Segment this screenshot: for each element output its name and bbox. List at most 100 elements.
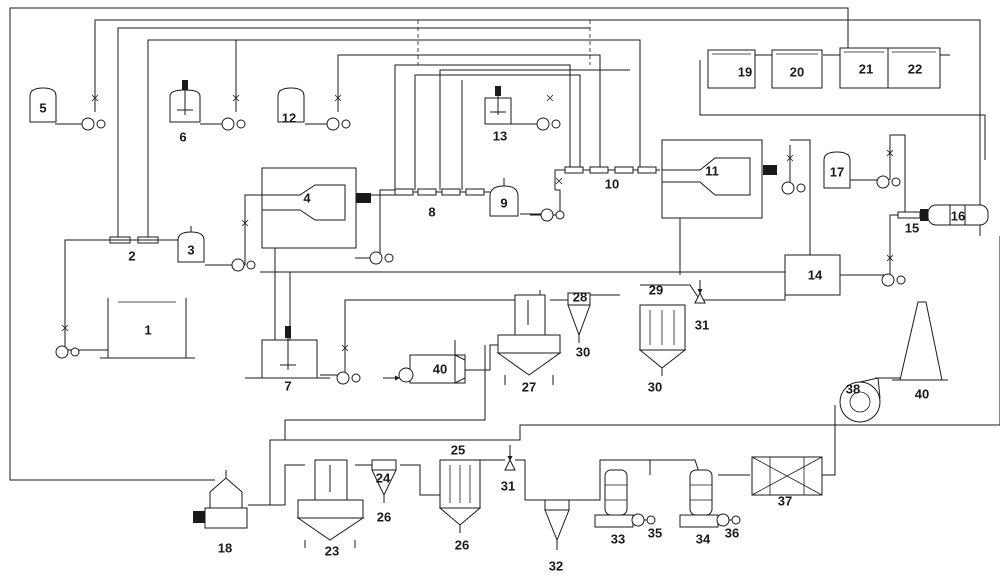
reactor-6 [169, 80, 201, 123]
tank-3 [177, 226, 205, 263]
label-5: 5 [39, 101, 46, 116]
label-30b: 30 [648, 380, 662, 395]
label-31b: 31 [501, 479, 515, 494]
label-2: 2 [128, 249, 135, 264]
ejector-31-upper [694, 280, 706, 304]
reservoir-1 [100, 298, 195, 359]
tank-12 [277, 87, 305, 123]
tank-19 [707, 49, 756, 89]
label-15: 15 [905, 221, 919, 236]
label-34: 34 [696, 532, 711, 547]
tank-9 [489, 178, 519, 217]
pump-icon [881, 273, 906, 287]
decanter-centrifuge-11 [661, 139, 777, 219]
label-14: 14 [808, 268, 823, 283]
label-28: 28 [573, 290, 587, 305]
bag-filter-25 [438, 459, 482, 533]
pump-icon [55, 345, 80, 359]
rotary-device-16 [920, 204, 989, 226]
label-7: 7 [284, 379, 291, 394]
stirred-tank-7 [245, 326, 330, 379]
inline-heater-10 [564, 166, 657, 174]
pump-icon [231, 258, 256, 272]
label-29: 29 [649, 283, 663, 298]
label-31a: 31 [695, 318, 709, 333]
scrubber-tower-34 [679, 469, 719, 528]
pump-icon [631, 513, 656, 527]
inline-heater-8 [394, 188, 485, 196]
decanter-centrifuge-4 [261, 167, 371, 249]
label-12: 12 [282, 111, 296, 126]
label-10: 10 [605, 177, 619, 192]
tank-20 [771, 49, 823, 89]
pump-icon [221, 117, 246, 131]
tank-5 [29, 87, 57, 123]
crystallizer-27 [496, 294, 562, 385]
pipe-network [9, 7, 1000, 521]
label-19: 19 [738, 65, 752, 80]
crystallizer-23 [296, 459, 365, 548]
label-40b: 40 [915, 387, 929, 402]
cyclone-24 [371, 459, 397, 503]
pump-icon [326, 117, 351, 131]
inline-heater-15 [897, 211, 921, 219]
tank-21 [839, 47, 889, 89]
label-17: 17 [830, 165, 844, 180]
cyclone-32 [544, 499, 570, 550]
cyclone-28 [567, 292, 591, 343]
label-33: 33 [611, 532, 625, 547]
pump-icon [536, 117, 561, 131]
label-1: 1 [144, 323, 151, 338]
equipment [29, 47, 989, 550]
label-35: 35 [648, 526, 662, 541]
reactor-13 [484, 86, 512, 125]
scrubber-tower-33 [594, 469, 634, 528]
tank-17 [823, 151, 851, 189]
separator-18 [193, 470, 248, 529]
label-6: 6 [179, 130, 186, 145]
valves [61, 94, 894, 352]
label-40a: 40 [433, 362, 447, 377]
pump-icon [540, 208, 565, 222]
pump-icon [81, 117, 106, 131]
label-25: 25 [451, 443, 465, 458]
label-26b: 26 [455, 538, 469, 553]
label-16: 16 [951, 209, 965, 224]
inline-heater-2 [109, 236, 178, 244]
label-3: 3 [187, 243, 194, 258]
label-30a: 30 [576, 345, 590, 360]
ejector-31-lower [504, 445, 516, 471]
label-32: 32 [549, 559, 563, 574]
label-23: 23 [325, 544, 339, 559]
label-36: 36 [725, 526, 739, 541]
label-22: 22 [908, 62, 922, 77]
label-21: 21 [859, 62, 873, 77]
bag-filter-29 [638, 304, 687, 376]
label-24: 24 [376, 471, 391, 486]
pump-icon [716, 513, 741, 527]
stack-40 [892, 301, 948, 381]
pump-icon [369, 251, 394, 265]
label-38: 38 [846, 382, 860, 397]
label-4: 4 [303, 191, 311, 206]
label-27: 27 [522, 380, 536, 395]
fan-38 [839, 377, 881, 423]
pump-icon [336, 371, 361, 385]
pump-icon [876, 175, 901, 189]
label-8: 8 [428, 205, 435, 220]
labels: 1 2 3 4 5 6 7 8 9 10 11 12 13 14 15 16 1… [39, 62, 965, 574]
label-26a: 26 [377, 510, 391, 525]
tank-22 [887, 47, 941, 89]
label-11: 11 [705, 164, 719, 179]
label-9: 9 [500, 196, 507, 211]
pumps [55, 117, 906, 527]
label-13: 13 [493, 129, 507, 144]
unit-14 [784, 254, 841, 296]
label-37: 37 [778, 494, 792, 509]
pump-icon [781, 181, 806, 195]
label-18: 18 [218, 541, 232, 556]
filter-box-37 [751, 456, 823, 496]
label-20: 20 [790, 65, 804, 80]
dryer-40 [383, 340, 466, 384]
